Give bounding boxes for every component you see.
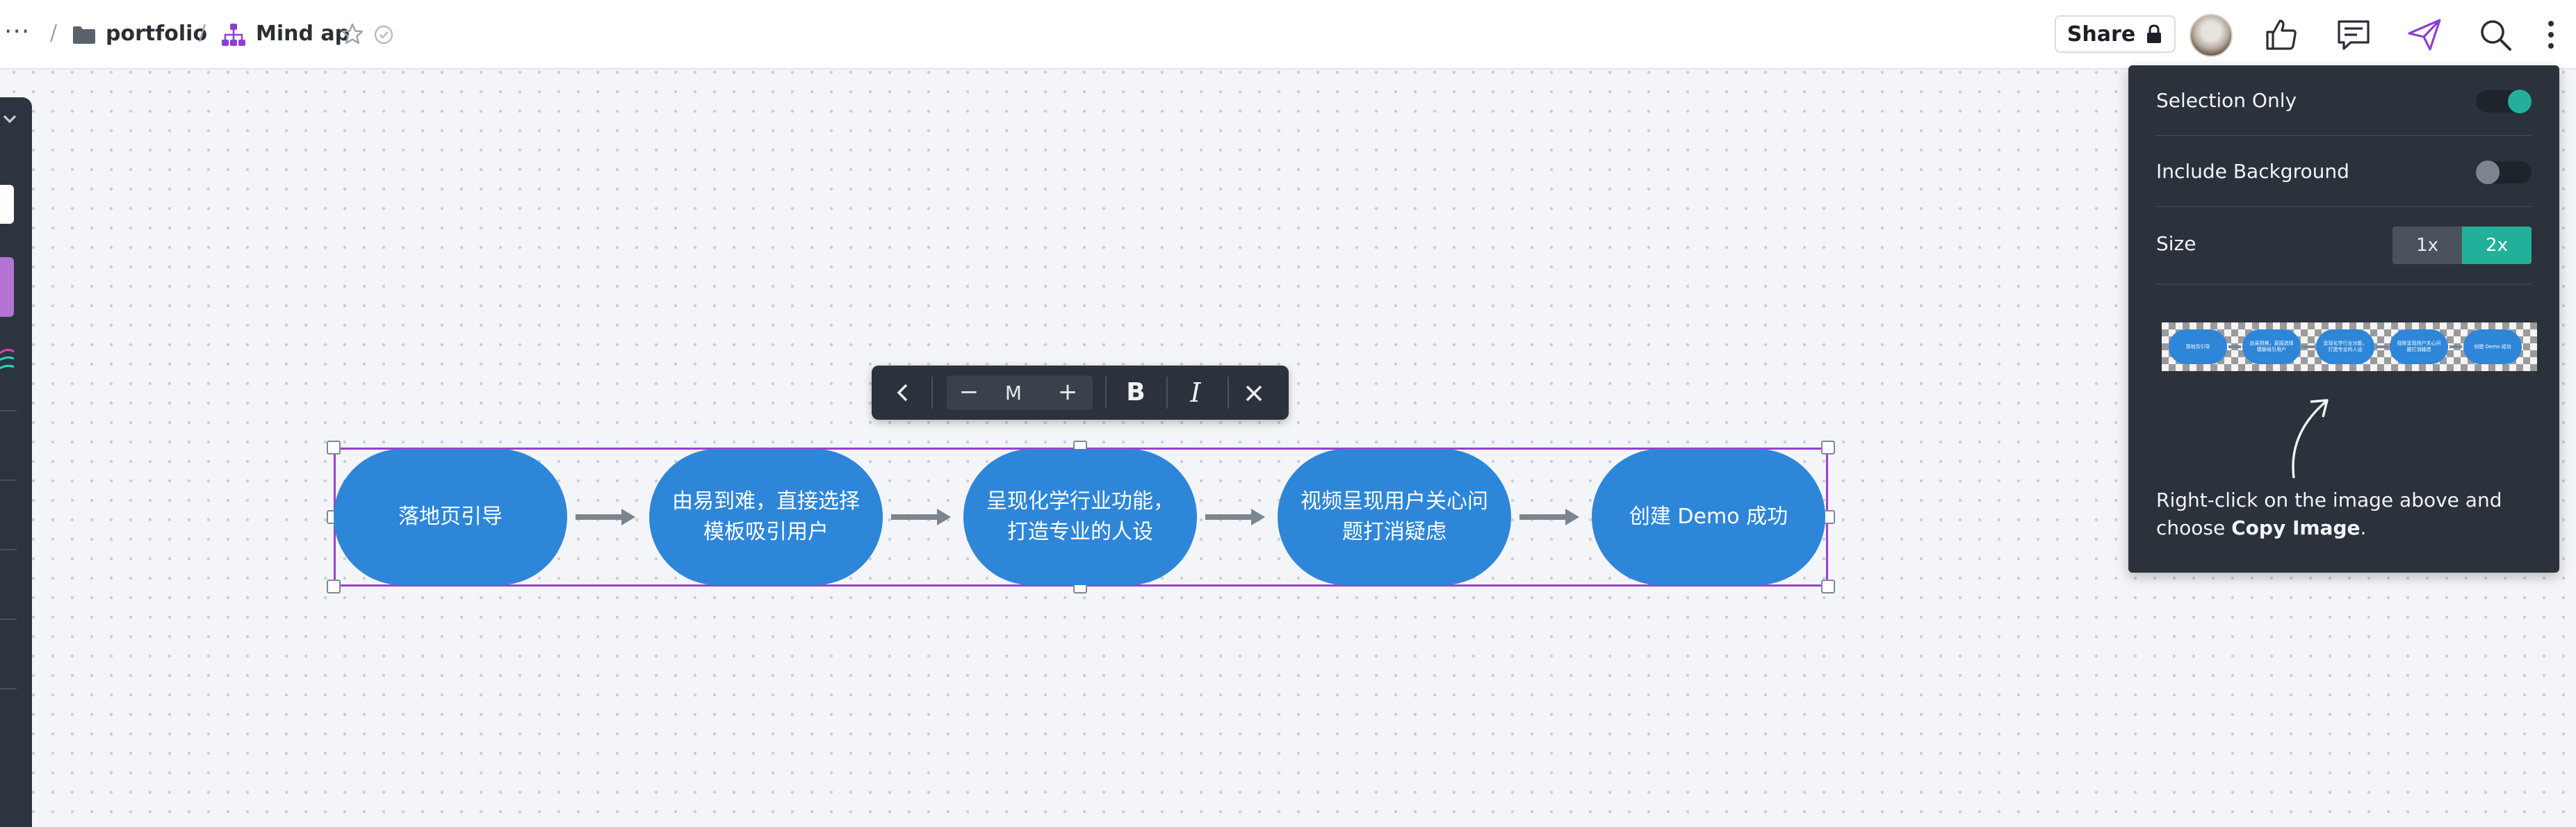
arrow-right-icon: [891, 509, 951, 525]
hint-bold-text: Copy Image: [2231, 516, 2361, 539]
curved-arrow-icon: [2292, 399, 2329, 479]
preview-node: 由易到难，直接选择模板吸引用户: [2242, 329, 2301, 364]
more-horizontal-icon[interactable]: ···: [4, 17, 31, 46]
divider: [0, 480, 17, 481]
font-size-control: [947, 375, 1093, 410]
include-background-label: Include Background: [2156, 160, 2349, 183]
flow-node[interactable]: 呈现化学行业功能，打造专业的人设: [963, 449, 1197, 585]
chevron-left-icon[interactable]: [891, 381, 915, 404]
document-title[interactable]: Mind ap: [256, 22, 350, 46]
flow-node[interactable]: 由易到难，直接选择模板吸引用户: [649, 449, 883, 585]
increase-font-button[interactable]: +: [1057, 378, 1078, 406]
divider: [931, 377, 933, 409]
preview-node: 创建 Demo 成功: [2463, 329, 2522, 364]
search-icon[interactable]: [2476, 15, 2515, 54]
comment-icon[interactable]: [2334, 15, 2373, 54]
selection-only-label: Selection Only: [2156, 89, 2297, 112]
shape-tool[interactable]: [0, 257, 14, 317]
preview-node: 视频呈现用户关心问题打消疑虑: [2390, 329, 2448, 364]
preview-arrow: [2228, 345, 2241, 348]
breadcrumb-separator: /: [199, 21, 206, 45]
resize-handle[interactable]: [1821, 441, 1835, 455]
preview-node: 呈现化学行业功能，打造专业的人设: [2316, 329, 2374, 364]
resize-handle[interactable]: [327, 441, 341, 455]
size-selector: 1x 2x: [2392, 227, 2532, 264]
breadcrumb-folder[interactable]: portfolio: [106, 22, 208, 46]
divider: [1105, 377, 1107, 409]
like-icon[interactable]: [2262, 15, 2301, 54]
toggle-knob: [2508, 90, 2532, 113]
resize-handle[interactable]: [327, 580, 341, 593]
top-bar: ··· / portfolio / Mind ap Share: [0, 0, 2576, 69]
bold-button[interactable]: B: [1126, 378, 1146, 407]
preview-node: 落地页引导: [2169, 329, 2227, 364]
resize-handle[interactable]: [1821, 580, 1835, 593]
share-button[interactable]: Share: [2055, 15, 2176, 53]
breadcrumb-separator: /: [50, 21, 58, 45]
divider: [1166, 377, 1168, 409]
size-row: Size 1x 2x: [2156, 207, 2532, 285]
star-icon[interactable]: [341, 22, 364, 46]
text-format-toolbar: − M + B I: [872, 366, 1289, 420]
preview-arrow: [2302, 345, 2315, 348]
folder-icon: [73, 26, 95, 44]
arrow-right-icon: [1519, 509, 1579, 525]
chevron-down-icon[interactable]: [0, 108, 21, 129]
include-background-row: Include Background: [2156, 136, 2532, 207]
size-label: Size: [2156, 232, 2196, 255]
divider: [1228, 377, 1229, 409]
flow-node[interactable]: 视频呈现用户关心问题打消疑虑: [1278, 449, 1511, 585]
close-icon[interactable]: [1240, 379, 1268, 407]
toggle-knob: [2476, 161, 2500, 184]
avatar[interactable]: [2190, 14, 2233, 57]
divider: [0, 410, 17, 411]
hint-text: Right-click on the image above and choos…: [2156, 489, 2502, 539]
decrease-font-button[interactable]: −: [959, 378, 979, 406]
selection-only-toggle[interactable]: [2476, 90, 2532, 113]
send-icon[interactable]: [2405, 15, 2444, 54]
selection-only-row: Selection Only: [2156, 65, 2532, 136]
arrow-right-icon: [1205, 509, 1265, 525]
preview-arrow: [2449, 345, 2462, 348]
include-background-toggle[interactable]: [2476, 161, 2532, 184]
divider: [0, 549, 17, 550]
flow-node[interactable]: 落地页引导: [334, 449, 567, 585]
lock-icon: [2147, 24, 2162, 43]
export-preview-image[interactable]: 落地页引导 由易到难，直接选择模板吸引用户 呈现化学行业功能，打造专业的人设 视…: [2162, 322, 2537, 371]
sticky-note-tool[interactable]: [0, 185, 14, 224]
size-1x-button[interactable]: 1x: [2392, 227, 2462, 264]
verified-icon: [374, 25, 393, 44]
hint-suffix: .: [2360, 516, 2367, 539]
font-size-value[interactable]: M: [1004, 382, 1022, 404]
copy-image-hint: Right-click on the image above and choos…: [2156, 486, 2545, 542]
flow-node[interactable]: 创建 Demo 成功: [1592, 449, 1825, 585]
pen-tool-icon[interactable]: [0, 343, 15, 375]
share-label: Share: [2066, 22, 2136, 47]
size-2x-button[interactable]: 2x: [2462, 227, 2532, 264]
italic-button[interactable]: I: [1190, 377, 1201, 408]
arrow-right-icon: [576, 509, 635, 525]
mindmap-icon: [222, 24, 245, 46]
divider: [0, 619, 17, 620]
more-vertical-icon[interactable]: [2544, 15, 2558, 54]
export-image-panel: Selection Only Include Background Size 1…: [2128, 65, 2559, 573]
preview-arrow: [2376, 345, 2388, 348]
divider: [0, 688, 17, 689]
